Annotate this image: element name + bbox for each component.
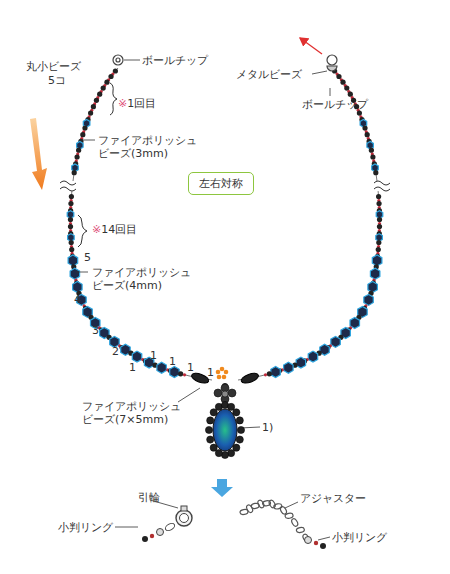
part-name: 丸小ビーズ xyxy=(26,60,81,73)
part-name: 小判リング xyxy=(332,531,387,544)
repeat-note: ※14回目 xyxy=(92,223,137,236)
part-name: 小判リング xyxy=(58,521,113,534)
callout-number: 1 xyxy=(207,366,214,379)
callout-number: 1) xyxy=(262,421,273,434)
callout-number: 1 xyxy=(187,361,194,374)
part-name: ファイアポリッシュ ビーズ(7×5mm) xyxy=(82,400,206,426)
repeat-note: ※1回目 xyxy=(118,97,156,110)
part-name: アジャスター xyxy=(300,492,366,505)
callout-number: 4 xyxy=(74,293,81,306)
callout-number: 2 xyxy=(112,345,119,358)
note-text: 左右対称 xyxy=(199,176,243,191)
part-name: ボールチップ xyxy=(142,54,208,67)
part-name: ファイアポリッシュ ビーズ(4mm) xyxy=(92,266,210,292)
part-name: メタルビーズ xyxy=(236,68,302,81)
part-name: ファイアポリッシュ ビーズ(3mm) xyxy=(98,134,216,160)
callout-number: 5 xyxy=(84,251,91,264)
callout-number: 3 xyxy=(92,324,99,337)
callout-number: 1 xyxy=(150,349,157,362)
count: 5コ xyxy=(48,74,66,87)
callout-number: 1 xyxy=(169,355,176,368)
part-name: ボールチップ xyxy=(302,98,368,111)
note-box: 左右対称 xyxy=(188,172,254,195)
callout-number: 1 xyxy=(129,361,136,374)
part-name: 引輪 xyxy=(138,491,160,504)
